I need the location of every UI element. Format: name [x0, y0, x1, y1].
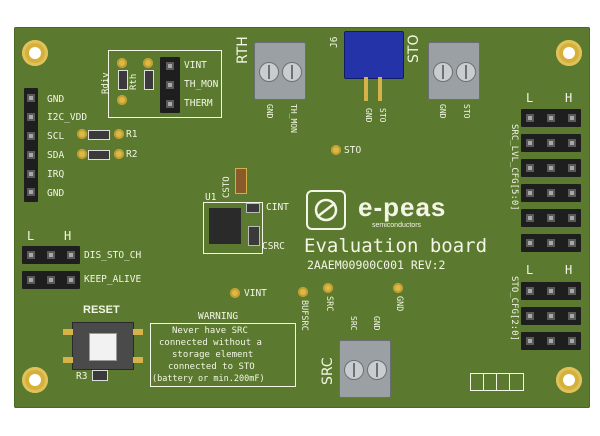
brand-name: e-peas — [358, 192, 447, 222]
label-j6-gnd: GND — [364, 108, 373, 123]
label-sto-cfg: STO_CFG[2:0] — [509, 276, 519, 342]
label-sda: SDA — [47, 150, 65, 161]
label-sto-gnd: GND — [438, 104, 447, 119]
dis-sto-ch-jumper[interactable] — [22, 246, 80, 264]
label-src: SRC — [320, 357, 336, 385]
rth-pad-top — [143, 58, 153, 68]
mounting-hole-bottom-right — [556, 367, 582, 393]
label-j6-sto: STO — [378, 108, 387, 123]
sto-cfg-header[interactable] — [521, 282, 581, 350]
gnd-testpoint[interactable] — [393, 283, 403, 293]
warning-line-1: Never have SRC — [172, 326, 248, 336]
label-src-term-gnd: GND — [372, 316, 381, 331]
label-irq: IRQ — [47, 169, 65, 180]
sto-terminal-block[interactable] — [428, 42, 480, 100]
label-sto-sto: STO — [462, 104, 471, 119]
label-th-mon-jumper: TH_MON — [184, 79, 219, 90]
warning-line-3: storage element — [172, 350, 254, 360]
epeas-logo-icon — [306, 190, 346, 230]
label-rth-th-mon: TH_MON — [289, 104, 298, 133]
r2-pad-right — [114, 149, 124, 159]
r1-pad-right — [114, 129, 124, 139]
label-keep-alive: KEEP_ALIVE — [84, 274, 142, 285]
label-h-bottom: H — [565, 263, 573, 277]
label-sto-testpoint: STO — [344, 145, 362, 156]
label-csto: CSTO — [222, 176, 232, 198]
rdiv-resistor — [118, 70, 128, 90]
sto-testpoint[interactable] — [331, 145, 341, 155]
label-csrc: CSRC — [262, 241, 285, 252]
warning-line-5: (battery or min.200mF) — [152, 374, 265, 384]
i2c-header[interactable] — [24, 88, 38, 202]
j6-pin-left — [364, 77, 368, 101]
src-testpoint[interactable] — [323, 283, 333, 293]
label-bufsrc: BUFSRC — [299, 300, 309, 331]
label-reset: RESET — [83, 304, 120, 316]
label-i2c-vdd: I2C_VDD — [47, 112, 88, 123]
label-vint-testpoint: VINT — [244, 288, 267, 299]
vint-testpoint[interactable] — [230, 288, 240, 298]
r3-resistor — [92, 370, 108, 381]
r1-pad-left — [77, 129, 87, 139]
rth-terminal-block[interactable] — [254, 42, 306, 100]
j6-pin-right — [378, 77, 382, 101]
label-scl: SCL — [47, 131, 65, 142]
rth-small-resistor — [144, 70, 154, 90]
label-rth: RTH — [235, 36, 251, 64]
board-title: Evaluation board — [304, 235, 488, 257]
mounting-hole-bottom-left — [22, 367, 48, 393]
label-sto: STO — [406, 34, 422, 63]
label-gnd-testpoint: GND — [394, 296, 404, 312]
label-rth-small: Rth — [129, 73, 139, 90]
reset-button[interactable] — [63, 322, 143, 370]
j6-jumper[interactable] — [344, 31, 404, 79]
label-h-left: H — [64, 229, 72, 243]
label-therm-jumper: THERM — [184, 98, 213, 109]
rdiv-pad-bottom — [117, 95, 127, 105]
label-r2: R2 — [126, 149, 138, 160]
warning-line-2: connected without a — [159, 338, 262, 348]
src-terminal-block[interactable] — [339, 340, 391, 398]
label-rdiv: Rdiv — [101, 72, 111, 94]
mounting-hole-top-left — [22, 40, 48, 66]
label-gnd-2: GND — [47, 188, 65, 199]
label-src-testpoint: SRC — [324, 296, 334, 312]
label-dis-sto-ch: DIS_STO_CH — [84, 250, 142, 261]
label-cint: CINT — [266, 202, 289, 213]
csrc-capacitor — [248, 226, 260, 246]
label-rth-gnd: GND — [265, 104, 274, 119]
label-src-term-src: SRC — [349, 316, 358, 331]
r2-resistor — [88, 150, 110, 160]
thermal-jumper-header[interactable] — [160, 57, 180, 113]
warning-line-4: connected to STO — [168, 362, 255, 372]
label-l-bottom: L — [526, 263, 534, 277]
r2-pad-left — [77, 149, 87, 159]
label-r3: R3 — [76, 371, 88, 382]
label-h-top: H — [565, 91, 573, 105]
label-r1: R1 — [126, 129, 138, 140]
label-src-lvl-cfg: SRC_LVL_CFG[5:0] — [509, 124, 519, 211]
cint-capacitor — [246, 203, 260, 213]
bufsrc-testpoint[interactable] — [298, 287, 308, 297]
src-lvl-cfg-header[interactable] — [521, 109, 581, 252]
label-u1: U1 — [205, 192, 217, 203]
warning-box — [150, 323, 296, 387]
label-j6: J6 — [329, 36, 340, 48]
r1-resistor — [88, 130, 110, 140]
label-l-left: L — [27, 229, 35, 243]
thermal-jumper-outline — [108, 50, 222, 118]
keep-alive-jumper[interactable] — [22, 271, 80, 289]
csto-capacitor — [235, 168, 247, 194]
label-l-top: L — [526, 91, 534, 105]
warning-title: WARNING — [198, 311, 239, 322]
board-id: 2AAEM00900C001 REV:2 — [307, 258, 446, 272]
u1-outline — [203, 202, 263, 254]
label-vint-jumper: VINT — [184, 60, 207, 71]
brand-sub: semiconductors — [372, 222, 422, 229]
rdiv-pad-top — [117, 58, 127, 68]
mounting-hole-top-right — [556, 40, 582, 66]
bottom-right-silk-box — [470, 373, 524, 391]
u1-chip — [209, 208, 241, 244]
label-gnd-1: GND — [47, 94, 65, 105]
